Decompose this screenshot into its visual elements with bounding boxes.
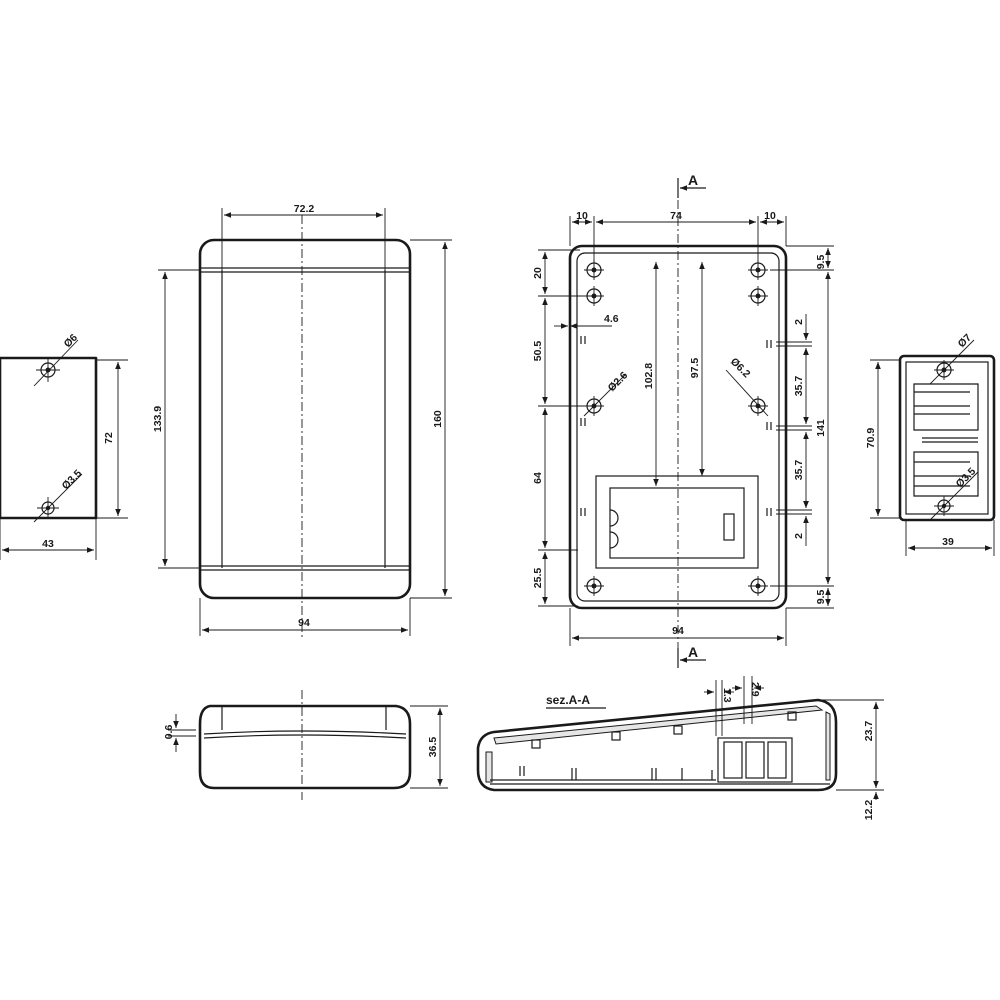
bottom-dim-102-8-label: 102.8 xyxy=(643,363,655,389)
end-view: Ø7 Ø3.5 70.9 39 xyxy=(865,332,996,556)
top-width-label: 72.2 xyxy=(294,203,315,215)
top-inner-length-label: 133.9 xyxy=(152,406,164,432)
bottom-center-span-label: 74 xyxy=(670,210,682,222)
side-hole-bottom-icon xyxy=(33,473,83,523)
section-dim-23-7-label: 23.7 xyxy=(863,721,875,742)
section-dim-2-9-label: 2.9 xyxy=(749,682,761,697)
section-marker-bottom: A xyxy=(677,644,706,668)
bottom-total-width-label: 94 xyxy=(672,625,684,637)
end-hole-bottom-icon xyxy=(929,471,979,521)
end-view-outline xyxy=(898,354,996,522)
section-title: sez.A-A xyxy=(546,693,590,707)
end-width-label: 39 xyxy=(942,536,954,548)
bottom-dim-141-label: 141 xyxy=(815,419,827,437)
end-hole-top-label: Ø7 xyxy=(956,332,975,351)
front-height-label: 36.5 xyxy=(427,737,439,758)
bottom-dim-9-5-top-label: 9.5 xyxy=(815,255,827,270)
bottom-dim-35-7-b-label: 35.7 xyxy=(793,460,805,481)
front-offset-label: 0.6 xyxy=(163,725,175,740)
section-outline xyxy=(476,698,838,792)
side-hole-top-label: Ø6 xyxy=(62,332,81,351)
boss-top-right-2-icon xyxy=(748,286,768,306)
section-marker-top: A xyxy=(677,172,706,198)
boss-top-left-2-icon xyxy=(584,286,604,306)
svg-text:A: A xyxy=(688,644,698,660)
boss-bottom-left-icon xyxy=(584,576,604,596)
battery-compartment xyxy=(595,475,759,569)
bottom-dim-35-7-a-label: 35.7 xyxy=(793,376,805,397)
svg-text:A: A xyxy=(688,172,698,188)
side-height-label: 72 xyxy=(103,432,115,444)
side-view: 72 43 Ø6 Ø3.5 xyxy=(0,332,128,560)
section-dim-12-2-label: 12.2 xyxy=(863,800,875,821)
front-view-outline xyxy=(198,704,412,790)
bottom-dim-25-5-label: 25.5 xyxy=(532,568,544,589)
top-view: 72.2 133.9 160 94 xyxy=(152,203,452,640)
boss-bottom-right-icon xyxy=(748,576,768,596)
section-view: sez.A-A 1.3 2.9 xyxy=(476,676,884,821)
side-width-label: 43 xyxy=(42,538,54,550)
section-dim-1-3-label: 1.3 xyxy=(721,688,733,703)
bottom-margin-right-label: 10 xyxy=(764,210,776,222)
end-hole-top-icon xyxy=(929,339,975,385)
top-view-outline xyxy=(198,238,412,600)
boss-top-left-icon xyxy=(584,260,604,280)
bottom-dim-9-5-bottom-label: 9.5 xyxy=(815,590,827,605)
top-total-width-label: 94 xyxy=(298,617,310,629)
top-total-length-label: 160 xyxy=(432,410,444,428)
side-hole-bottom-label: Ø3.5 xyxy=(60,467,85,492)
bottom-dim-20-label: 20 xyxy=(532,267,544,279)
side-hole-top-icon xyxy=(33,339,79,387)
bottom-dim-97-5-label: 97.5 xyxy=(689,358,701,379)
end-height-label: 70.9 xyxy=(865,428,877,449)
bottom-dim-64-label: 64 xyxy=(532,472,544,484)
bottom-margin-left-label: 10 xyxy=(576,210,588,222)
boss-mid-right-icon xyxy=(748,396,768,416)
bottom-dim-50-5-label: 50.5 xyxy=(532,341,544,362)
bottom-view: 10 74 10 20 50.5 64 25.5 4.6 Ø2.6 102.8 … xyxy=(532,200,834,650)
bottom-dim-4-6-label: 4.6 xyxy=(604,313,619,325)
bottom-hole-left-label: Ø2.6 xyxy=(606,369,631,394)
bottom-dim-2-top-label: 2 xyxy=(793,319,805,325)
bottom-dim-2-bottom-label: 2 xyxy=(793,533,805,539)
front-view: 0.6 36.5 xyxy=(163,690,448,800)
boss-top-right-icon xyxy=(748,260,768,280)
